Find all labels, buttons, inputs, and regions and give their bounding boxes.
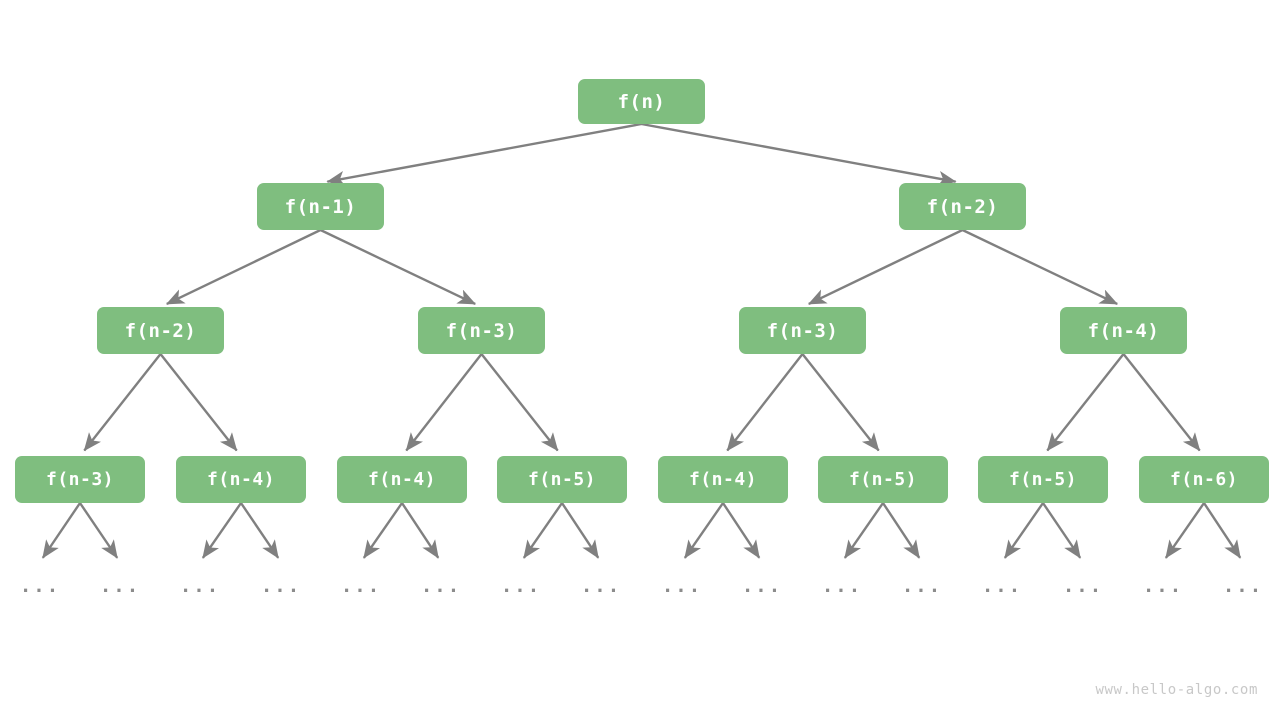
leaf-edge bbox=[400, 502, 440, 559]
tree-node[interactable]: f(n-6) bbox=[1139, 456, 1269, 503]
ellipsis-marker: ... bbox=[99, 575, 141, 597]
leaf-edge bbox=[522, 502, 563, 559]
tree-edge bbox=[405, 353, 483, 452]
leaf-edge bbox=[560, 502, 600, 559]
ellipsis-marker: ... bbox=[19, 575, 61, 597]
ellipsis-marker: ... bbox=[420, 575, 462, 597]
tree-edge bbox=[807, 228, 964, 306]
ellipsis-marker: ... bbox=[1062, 575, 1104, 597]
tree-edge bbox=[1046, 353, 1125, 452]
tree-node[interactable]: f(n-5) bbox=[497, 456, 627, 503]
tree-node[interactable]: f(n-4) bbox=[658, 456, 788, 503]
tree-node[interactable]: f(n-1) bbox=[257, 183, 384, 230]
tree-node[interactable]: f(n-4) bbox=[1060, 307, 1187, 354]
tree-edge bbox=[961, 228, 1119, 306]
leaf-edge bbox=[881, 502, 921, 559]
tree-edge bbox=[480, 353, 559, 452]
tree-node[interactable]: f(n-3) bbox=[418, 307, 545, 354]
tree-edge bbox=[159, 353, 238, 452]
tree-node[interactable]: f(n-4) bbox=[176, 456, 306, 503]
ellipsis-marker: ... bbox=[1142, 575, 1184, 597]
tree-edge bbox=[1122, 353, 1201, 452]
leaf-edge bbox=[1003, 502, 1044, 559]
leaf-edge bbox=[240, 502, 280, 559]
leaf-edge bbox=[41, 502, 81, 559]
ellipsis-marker: ... bbox=[901, 575, 943, 597]
leaf-edge bbox=[721, 502, 761, 559]
tree-edge bbox=[83, 353, 162, 452]
tree-node[interactable]: f(n-5) bbox=[978, 456, 1108, 503]
ellipsis-marker: ... bbox=[179, 575, 221, 597]
tree-edge bbox=[165, 228, 322, 306]
tree-edge bbox=[801, 353, 880, 452]
leaf-edge bbox=[843, 502, 884, 559]
ellipsis-marker: ... bbox=[741, 575, 783, 597]
watermark: www.hello-algo.com bbox=[1095, 682, 1258, 698]
tree-node[interactable]: f(n-3) bbox=[739, 307, 866, 354]
ellipsis-marker: ... bbox=[821, 575, 863, 597]
tree-edge bbox=[641, 122, 957, 187]
ellipsis-marker: ... bbox=[580, 575, 622, 597]
leaf-edge bbox=[362, 502, 403, 559]
tree-node[interactable]: f(n-4) bbox=[337, 456, 467, 503]
ellipsis-marker: ... bbox=[340, 575, 382, 597]
ellipsis-marker: ... bbox=[500, 575, 542, 597]
tree-edge bbox=[326, 122, 642, 187]
ellipsis-marker: ... bbox=[260, 575, 302, 597]
tree-node[interactable]: f(n) bbox=[578, 79, 705, 124]
ellipsis-marker: ... bbox=[981, 575, 1023, 597]
leaf-edge bbox=[79, 502, 119, 559]
leaf-edge bbox=[1042, 502, 1082, 559]
tree-node[interactable]: f(n-3) bbox=[15, 456, 145, 503]
ellipsis-marker: ... bbox=[1222, 575, 1264, 597]
tree-edge bbox=[319, 228, 477, 306]
leaf-edge bbox=[1202, 502, 1242, 559]
tree-edges bbox=[41, 122, 1242, 559]
leaf-edge bbox=[683, 502, 724, 559]
tree-node[interactable]: f(n-5) bbox=[818, 456, 948, 503]
tree-node[interactable]: f(n-2) bbox=[97, 307, 224, 354]
tree-edge bbox=[726, 353, 804, 452]
leaf-edge bbox=[1164, 502, 1205, 559]
tree-node[interactable]: f(n-2) bbox=[899, 183, 1026, 230]
leaf-edge bbox=[201, 502, 242, 559]
ellipsis-marker: ... bbox=[661, 575, 703, 597]
